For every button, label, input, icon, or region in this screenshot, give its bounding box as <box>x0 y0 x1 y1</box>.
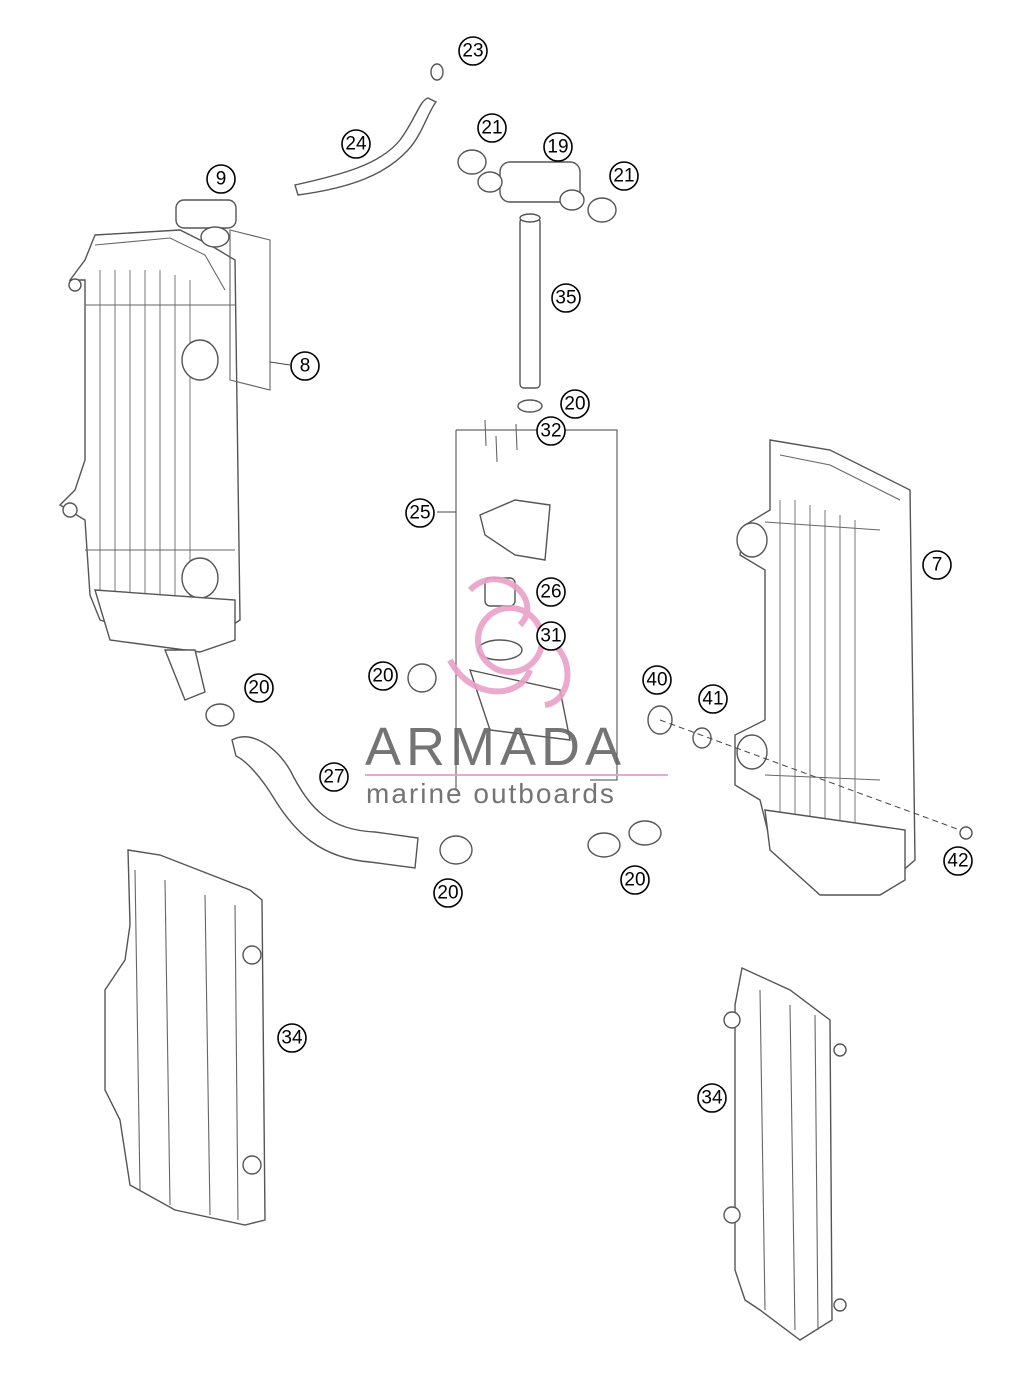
leader-lines <box>269 361 456 513</box>
callout-40: 40 <box>642 665 672 695</box>
callout-42: 42 <box>943 846 973 876</box>
callout-34: 34 <box>697 1083 727 1113</box>
svg-text:7: 7 <box>932 555 943 576</box>
callout-32: 32 <box>536 416 566 446</box>
svg-text:41: 41 <box>702 689 723 710</box>
callout-23: 23 <box>458 36 488 66</box>
thermostat-housing-19 <box>457 149 617 223</box>
callout-41: 41 <box>698 684 728 714</box>
callout-20: 20 <box>433 878 463 908</box>
callout-34: 34 <box>277 1023 307 1053</box>
hose-24 <box>294 63 444 196</box>
callouts: 23 24 21 19 21 9 35 8 20 32 25 7 26 31 2… <box>206 36 973 1113</box>
svg-text:21: 21 <box>481 118 502 139</box>
svg-text:35: 35 <box>555 288 576 309</box>
svg-text:31: 31 <box>540 626 561 647</box>
water-pump-group-box <box>455 419 618 790</box>
svg-text:20: 20 <box>564 394 585 415</box>
svg-text:20: 20 <box>624 870 645 891</box>
callout-35: 35 <box>551 283 581 313</box>
callout-21: 21 <box>609 161 639 191</box>
svg-text:42: 42 <box>947 851 968 872</box>
small-parts <box>647 705 973 840</box>
svg-text:24: 24 <box>345 134 367 155</box>
svg-text:20: 20 <box>248 678 269 699</box>
watermark-tagline: marine outboards <box>366 778 616 809</box>
svg-text:21: 21 <box>613 166 634 187</box>
callout-20: 20 <box>560 389 590 419</box>
svg-text:26: 26 <box>540 582 561 603</box>
svg-text:34: 34 <box>281 1028 303 1049</box>
callout-25: 25 <box>405 498 435 528</box>
right-radiator-cover <box>723 966 847 1341</box>
svg-text:40: 40 <box>646 670 667 691</box>
callout-20: 20 <box>620 865 650 895</box>
svg-text:20: 20 <box>372 666 393 687</box>
callout-20: 20 <box>244 673 274 703</box>
svg-text:27: 27 <box>323 767 344 788</box>
svg-text:20: 20 <box>437 883 458 904</box>
svg-text:8: 8 <box>300 356 311 377</box>
callout-19: 19 <box>543 132 573 162</box>
svg-text:9: 9 <box>216 169 227 190</box>
pipe-35 <box>517 213 543 413</box>
callout-31: 31 <box>536 621 566 651</box>
callout-27: 27 <box>319 762 349 792</box>
callout-21: 21 <box>477 113 507 143</box>
callout-24: 24 <box>341 129 371 159</box>
svg-text:25: 25 <box>409 503 430 524</box>
clamps-20 <box>205 663 662 865</box>
svg-text:23: 23 <box>462 41 483 62</box>
hose-27 <box>231 736 419 869</box>
watermark-brand: ARMADA <box>365 717 626 777</box>
callout-7: 7 <box>922 550 952 580</box>
right-radiator <box>734 439 916 896</box>
callout-8: 8 <box>290 351 320 381</box>
svg-text:34: 34 <box>701 1088 723 1109</box>
svg-text:32: 32 <box>540 421 561 442</box>
svg-text:19: 19 <box>547 137 568 158</box>
callout-9: 9 <box>206 164 236 194</box>
left-radiator <box>58 199 271 701</box>
left-radiator-cover <box>104 849 266 1226</box>
callout-20: 20 <box>368 661 398 691</box>
callout-26: 26 <box>536 577 566 607</box>
